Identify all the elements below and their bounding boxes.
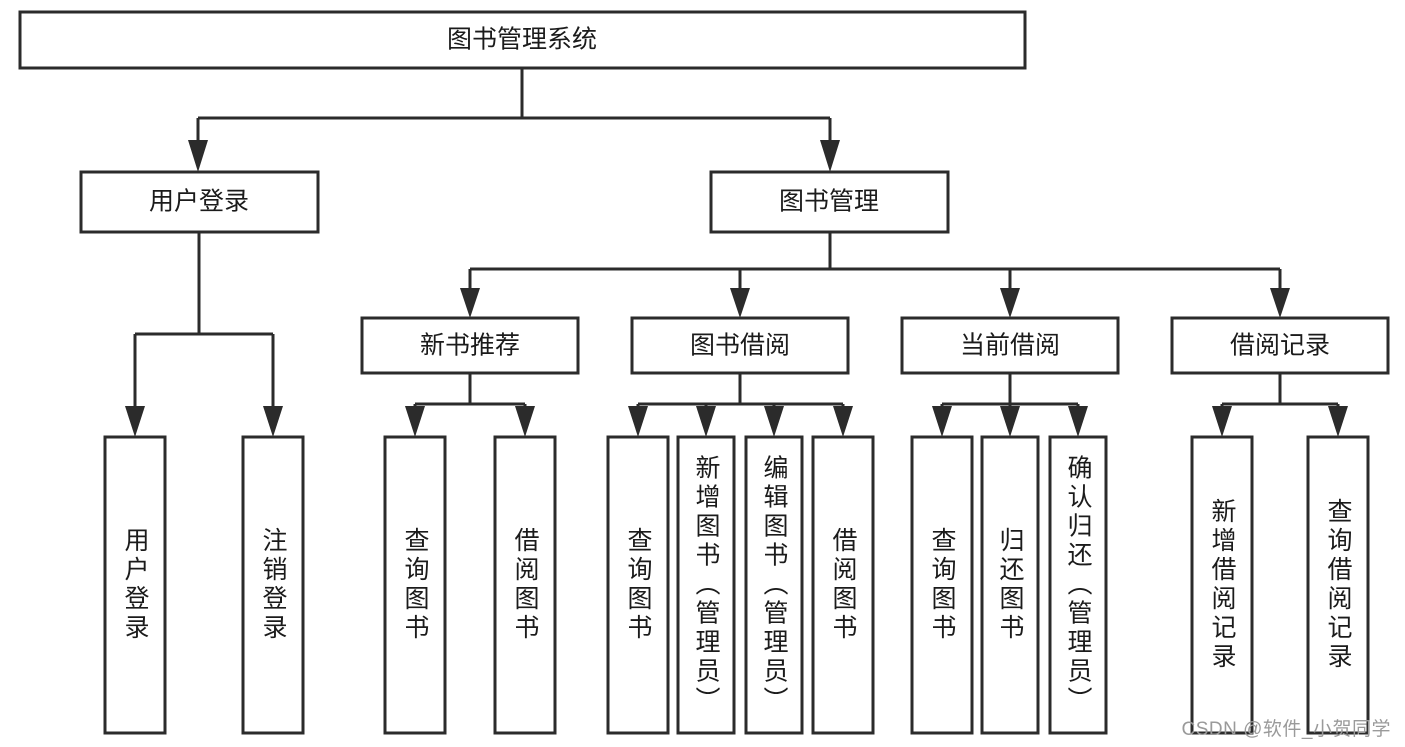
connector-group-current — [932, 373, 1088, 437]
connector-group-borrow — [628, 373, 853, 437]
leaf-current-borrow-2-box[interactable] — [980, 435, 1040, 735]
leaf-book-borrow-3-label: 编辑图书（管理员） — [760, 455, 789, 716]
arrow-icon-userlogin-leaf-2 — [263, 406, 283, 437]
leaf-current-borrow-2[interactable]: 归还图书 — [980, 435, 1040, 735]
arrow-icon-current-leaf-3 — [1068, 406, 1088, 437]
leaf-book-borrow-2[interactable]: 新增图书（管理员） — [676, 435, 736, 735]
connector-group-newbook — [405, 373, 535, 437]
node-user-login-label: 用户登录 — [149, 188, 249, 216]
leaf-current-borrow-2-label: 归还图书 — [996, 527, 1025, 643]
node-current-borrow-label: 当前借阅 — [960, 332, 1060, 360]
leaf-borrow-record-2[interactable]: 查询借阅记录 — [1306, 435, 1370, 735]
node-current-borrow[interactable]: 当前借阅 — [900, 316, 1120, 375]
node-book-borrow-label: 图书借阅 — [690, 332, 790, 360]
arrow-icon-borrow-leaf-1 — [628, 406, 648, 437]
arrow-icon-level3-3 — [1000, 288, 1020, 318]
connector-group-root — [188, 68, 840, 172]
leaf-book-borrow-2-label: 新增图书（管理员） — [692, 455, 721, 716]
leaf-current-borrow-1-label: 查询图书 — [928, 527, 957, 643]
connector-group-bookmgmt — [460, 232, 1290, 318]
leaf-book-borrow-3-box[interactable] — [744, 435, 804, 735]
arrow-icon-level3-2 — [730, 288, 750, 318]
leaf-current-borrow-3-box[interactable] — [1048, 435, 1108, 735]
connector-group-record — [1212, 373, 1348, 437]
arrow-icon-record-leaf-2 — [1328, 406, 1348, 437]
node-new-book-recommend-label: 新书推荐 — [420, 332, 520, 360]
arrow-icon-userlogin — [188, 140, 208, 172]
leaf-new-book-1-label: 查询图书 — [401, 527, 430, 643]
leaf-book-borrow-3[interactable]: 编辑图书（管理员） — [744, 435, 804, 735]
node-borrow-record-label: 借阅记录 — [1230, 332, 1330, 360]
leaf-borrow-record-2-label: 查询借阅记录 — [1324, 498, 1353, 672]
leaf-borrow-record-1-label: 新增借阅记录 — [1208, 498, 1237, 672]
leaf-user-login-2[interactable]: 注销登录 — [241, 435, 305, 735]
leaf-user-login-1-label: 用户登录 — [121, 527, 150, 643]
node-new-book-recommend[interactable]: 新书推荐 — [360, 316, 580, 375]
node-book-management[interactable]: 图书管理 — [709, 170, 950, 234]
arrow-icon-newbook-leaf-2 — [515, 406, 535, 437]
leaf-current-borrow-3[interactable]: 确认归还（管理员） — [1048, 435, 1108, 735]
leaf-new-book-2-label: 借阅图书 — [511, 527, 540, 643]
leaf-book-borrow-2-box[interactable] — [676, 435, 736, 735]
leaf-book-borrow-1-box[interactable] — [606, 435, 670, 735]
node-borrow-record[interactable]: 借阅记录 — [1170, 316, 1390, 375]
node-current-borrow-box[interactable] — [900, 316, 1120, 375]
leaf-book-borrow-1[interactable]: 查询图书 — [606, 435, 670, 735]
node-root-box[interactable] — [18, 10, 1027, 70]
leaf-user-login-1[interactable]: 用户登录 — [103, 435, 167, 735]
leaf-current-borrow-3-label: 确认归还（管理员） — [1064, 455, 1093, 716]
node-borrow-record-box[interactable] — [1170, 316, 1390, 375]
leaf-borrow-record-1-box[interactable] — [1190, 435, 1254, 735]
node-book-management-box[interactable] — [709, 170, 950, 234]
leaf-user-login-2-label: 注销登录 — [259, 527, 288, 643]
connector-group-userlogin — [125, 232, 283, 437]
arrow-icon-userlogin-leaf-1 — [125, 406, 145, 437]
leaf-book-borrow-4[interactable]: 借阅图书 — [811, 435, 875, 735]
leaf-current-borrow-1[interactable]: 查询图书 — [910, 435, 974, 735]
arrow-icon-borrow-leaf-2 — [696, 406, 716, 437]
arrow-icon-level3-4 — [1270, 288, 1290, 318]
node-user-login-box[interactable] — [79, 170, 320, 234]
leaf-user-login-1-box[interactable] — [103, 435, 167, 735]
leaf-new-book-2-box[interactable] — [493, 435, 557, 735]
arrow-icon-newbook-leaf-1 — [405, 406, 425, 437]
leaf-borrow-record-2-box[interactable] — [1306, 435, 1370, 735]
arrow-icon-current-leaf-2 — [1000, 406, 1020, 437]
leaf-book-borrow-4-label: 借阅图书 — [829, 527, 858, 643]
leaf-new-book-1[interactable]: 查询图书 — [383, 435, 447, 735]
leaf-book-borrow-4-box[interactable] — [811, 435, 875, 735]
node-root[interactable]: 图书管理系统 — [18, 10, 1027, 70]
watermark-text: CSDN @软件_小贺同学 — [1181, 719, 1391, 740]
node-root-label: 图书管理系统 — [447, 26, 597, 54]
node-new-book-recommend-box[interactable] — [360, 316, 580, 375]
leaf-current-borrow-1-box[interactable] — [910, 435, 974, 735]
leaf-new-book-1-box[interactable] — [383, 435, 447, 735]
leaf-book-borrow-1-label: 查询图书 — [624, 527, 653, 643]
node-book-borrow-box[interactable] — [630, 316, 850, 375]
leaf-new-book-2[interactable]: 借阅图书 — [493, 435, 557, 735]
node-book-borrow[interactable]: 图书借阅 — [630, 316, 850, 375]
arrow-icon-bookmgmt — [820, 140, 840, 172]
arrow-icon-borrow-leaf-3 — [764, 406, 784, 437]
arrow-icon-current-leaf-1 — [932, 406, 952, 437]
leaf-borrow-record-1[interactable]: 新增借阅记录 — [1190, 435, 1254, 735]
arrow-icon-borrow-leaf-4 — [833, 406, 853, 437]
node-user-login[interactable]: 用户登录 — [79, 170, 320, 234]
node-book-management-label: 图书管理 — [779, 188, 879, 216]
arrow-icon-level3-1 — [460, 288, 480, 318]
arrow-icon-record-leaf-1 — [1212, 406, 1232, 437]
leaf-user-login-2-box[interactable] — [241, 435, 305, 735]
